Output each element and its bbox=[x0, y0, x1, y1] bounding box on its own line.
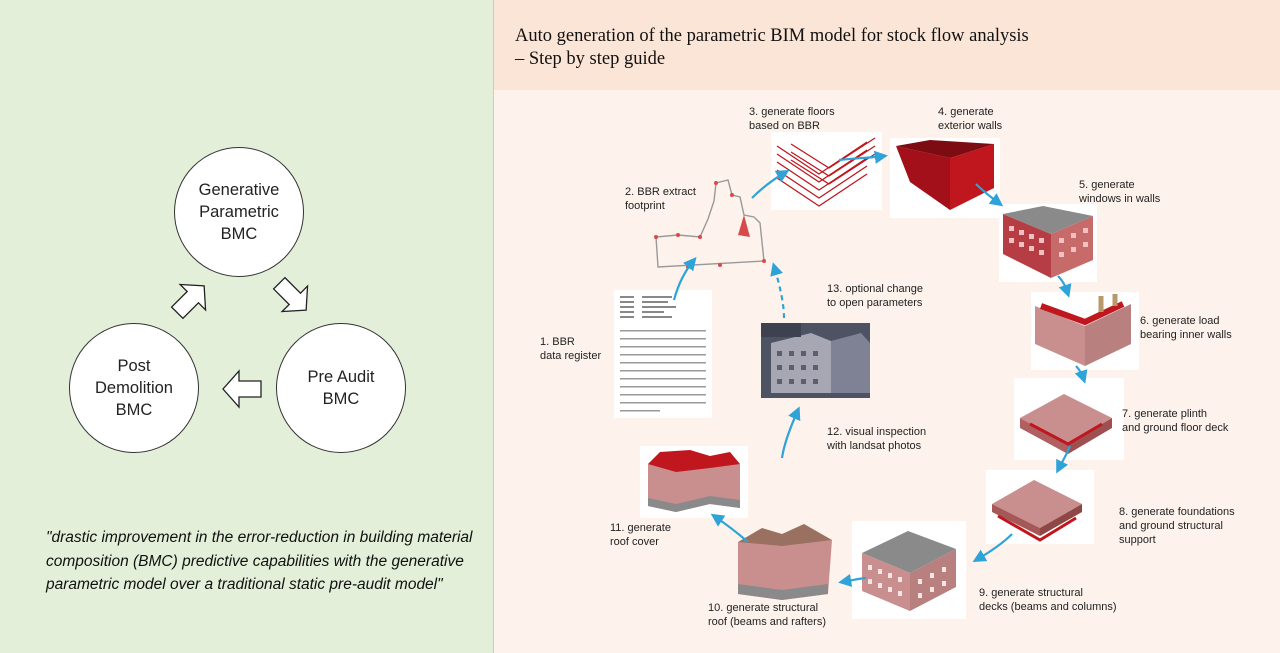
cycle-arrows bbox=[170, 276, 309, 409]
flow-arrow-7-to-8 bbox=[1056, 445, 1072, 474]
step-5-label: 5. generate windows in walls bbox=[1079, 179, 1161, 205]
cycle-arrow-down-right bbox=[272, 276, 309, 313]
quote-text: "drastic improvement in the error-reduct… bbox=[46, 529, 473, 593]
step-9-decks-image bbox=[852, 521, 966, 619]
right-panel: Auto generation of the parametric BIM mo… bbox=[493, 0, 1280, 653]
step-7-plinth-image bbox=[1014, 378, 1124, 460]
flow-arrow-1-to-2 bbox=[672, 256, 697, 301]
step-8-label: 8. generate foundations and ground struc… bbox=[1119, 506, 1235, 546]
step-4-exterior-walls-image bbox=[890, 138, 1000, 218]
step-6-inner-walls-image bbox=[1031, 292, 1139, 370]
guide-title-line-1: Auto generation of the parametric BIM mo… bbox=[515, 26, 1029, 46]
post-demolition-bmc-circle: Post Demolition BMC bbox=[69, 323, 199, 453]
step-10-roof-image bbox=[732, 520, 840, 602]
flow-arrow-9-to-10 bbox=[838, 573, 867, 587]
generative-bmc-circle: Generative Parametric BMC bbox=[174, 147, 304, 277]
cycle-arrow-left bbox=[222, 369, 262, 409]
generative-bmc-label: Generative Parametric BMC bbox=[198, 181, 280, 243]
guide-title-line-2: – Step by step guide bbox=[515, 49, 666, 69]
step-12-photo-image bbox=[761, 323, 870, 398]
pre-audit-bmc-circle: Pre Audit BMC bbox=[276, 323, 406, 453]
flow-arrow-10-to-11 bbox=[710, 513, 749, 543]
flow-arrow-2-to-3 bbox=[751, 170, 790, 199]
left-panel: Generative Parametric BMC Pre Audit BMC … bbox=[0, 0, 493, 653]
step-2-label: 2. BBR extract footprint bbox=[625, 186, 696, 212]
flow-arrow-11-to-12 bbox=[780, 406, 801, 459]
step-12-label: 12. visual inspection with landsat photo… bbox=[827, 426, 927, 452]
flow-arrow-5-to-6 bbox=[1057, 275, 1072, 298]
flow-arrow-3-to-4 bbox=[838, 150, 888, 164]
flow-arrow-8-to-9 bbox=[972, 533, 1013, 562]
step-10-label: 10. generate structural roof (beams and … bbox=[708, 602, 826, 628]
step-4-label: 4. generate exterior walls bbox=[938, 106, 1003, 132]
step-6-label: 6. generate load bearing inner walls bbox=[1140, 315, 1232, 341]
guide-header: Auto generation of the parametric BIM mo… bbox=[494, 0, 1280, 90]
step-8-foundations-image bbox=[986, 470, 1094, 544]
flow-arrows bbox=[672, 150, 1088, 587]
post-demolition-bmc-label: Post Demolition BMC bbox=[95, 357, 173, 419]
step-3-label: 3. generate floors based on BBR bbox=[749, 106, 835, 132]
step-11-roof-cover-image bbox=[640, 446, 748, 518]
step-1-data-register-image bbox=[614, 290, 712, 418]
flow-arrow-4-to-5 bbox=[975, 183, 1004, 207]
cycle-arrow-up-right bbox=[170, 283, 207, 320]
step-9-label: 9. generate structural decks (beams and … bbox=[979, 587, 1117, 613]
step-13-label: 13. optional change to open parameters bbox=[827, 283, 924, 309]
flow-arrow-6-to-7 bbox=[1074, 365, 1088, 384]
step-5-windows-image bbox=[999, 204, 1097, 282]
step-11-label: 11. generate roof cover bbox=[610, 522, 671, 548]
flow-arrow-12-to-2 bbox=[770, 262, 786, 319]
step-1-label: 1. BBR data register bbox=[540, 336, 602, 362]
pre-audit-bmc-label: Pre Audit BMC bbox=[307, 368, 375, 408]
step-7-label: 7. generate plinth and ground floor deck bbox=[1122, 408, 1229, 434]
step-3-floors-image bbox=[771, 132, 882, 210]
